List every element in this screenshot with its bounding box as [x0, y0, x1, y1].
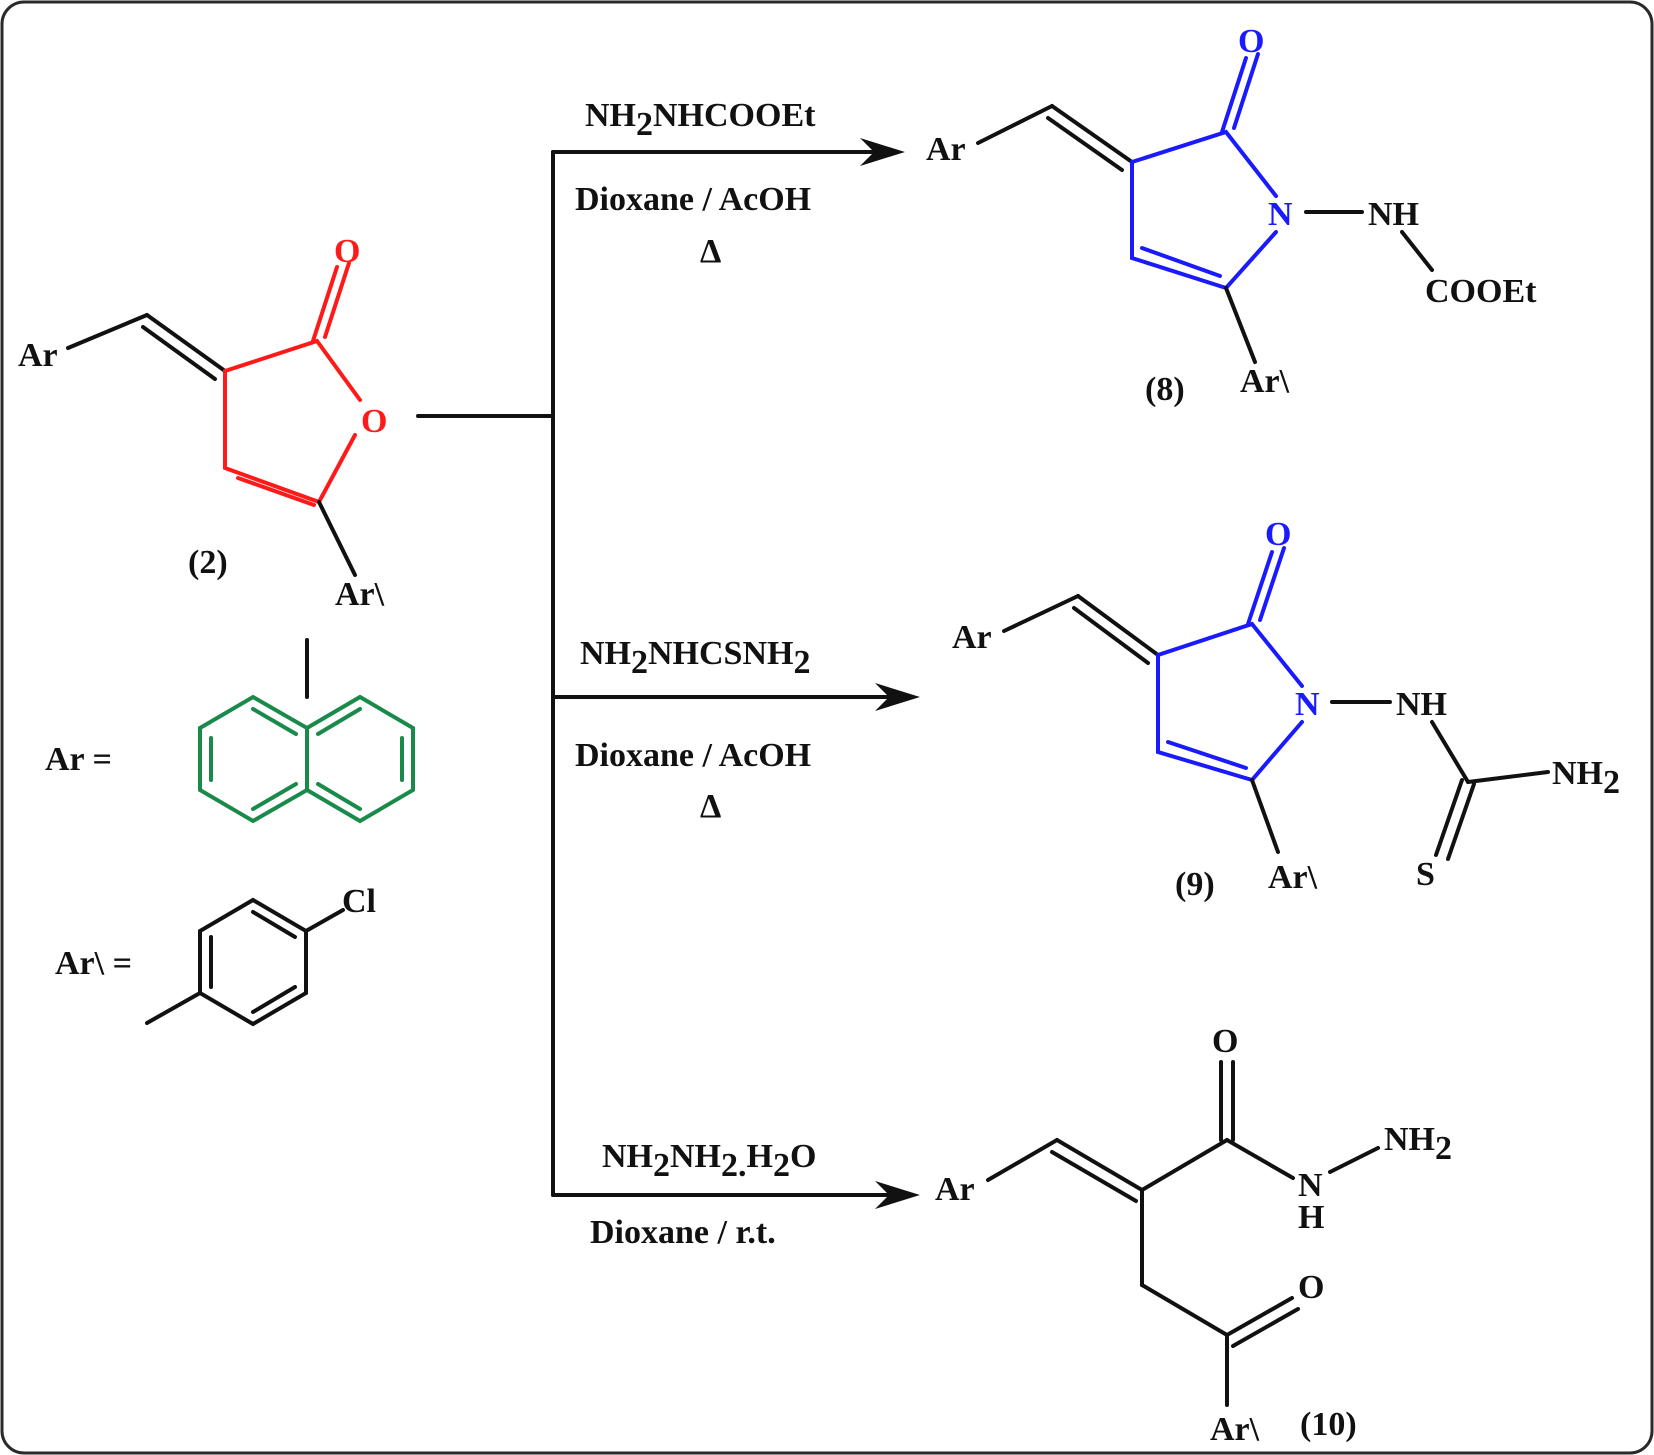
- nh-9: NH: [1396, 686, 1447, 723]
- n-10: N: [1298, 1167, 1323, 1204]
- compound-10: Ar O N H NH2 O Ar\ (10): [935, 1023, 1452, 1448]
- carbonyl-o-2: O: [334, 233, 360, 270]
- heat-reaction-2: Δ: [700, 788, 721, 825]
- compound-label-8: (8): [1145, 371, 1185, 408]
- ar-prime-label-8: Ar\: [1240, 363, 1290, 400]
- solvent-reaction-2: Dioxane / AcOH: [575, 737, 811, 774]
- compound-label-10: (10): [1300, 1406, 1357, 1443]
- reaction-arrows: [416, 138, 920, 1209]
- ar-label-8: Ar: [926, 131, 966, 168]
- naphthyl-structure: [198, 694, 415, 824]
- carbonyl-o-8: O: [1238, 23, 1264, 60]
- reagent-reaction-3: NH2NH2.H2O: [602, 1138, 816, 1184]
- compound-2: Ar O O Ar\ (2): [18, 233, 387, 613]
- ring-n-8: N: [1268, 196, 1293, 233]
- ar-label-10: Ar: [935, 1171, 975, 1208]
- o-top-10: O: [1212, 1023, 1238, 1060]
- ar-equals-label: Ar =: [45, 741, 112, 778]
- substituent-8: COOEt: [1425, 273, 1537, 310]
- conditions-reaction-2: NH2NHCSNH2 Dioxane / AcOH Δ: [575, 635, 811, 825]
- ar-prime-label-9: Ar\: [1268, 859, 1318, 896]
- chlorine-label: Cl: [342, 883, 376, 920]
- nh2-10: NH2: [1384, 1121, 1452, 1167]
- ar-prime-label-10: Ar\: [1210, 1411, 1260, 1448]
- compound-label-2: (2): [188, 544, 228, 581]
- conditions-reaction-3: NH2NH2.H2O Dioxane / r.t.: [590, 1138, 816, 1251]
- ar-label-2: Ar: [18, 337, 58, 374]
- sulfur-9: S: [1416, 856, 1435, 893]
- compound-8: Ar O N NH COOEt Ar\ (8): [926, 23, 1537, 408]
- nh2-9: NH2: [1552, 755, 1620, 801]
- ring-o-2: O: [361, 403, 387, 440]
- reagent-reaction-2: NH2NHCSNH2: [580, 635, 810, 681]
- heat-reaction-1: Δ: [700, 233, 721, 270]
- reagent-reaction-1: NH2NHCOOEt: [585, 97, 816, 143]
- o-bottom-10: O: [1298, 1269, 1324, 1306]
- chlorophenyl-structure: [145, 897, 345, 1027]
- compound-label-9: (9): [1175, 866, 1215, 903]
- ar-prime-label-2: Ar\: [335, 576, 385, 613]
- compound-9: Ar O N NH NH2 S Ar\ (9): [952, 516, 1620, 903]
- ar-definition: Ar =: [45, 638, 415, 824]
- h-10: H: [1298, 1199, 1324, 1236]
- ar-prime-definition: Ar\ = Cl: [55, 883, 376, 1027]
- ar-label-9: Ar: [952, 619, 992, 656]
- ring-n-9: N: [1295, 686, 1320, 723]
- nh-8: NH: [1368, 196, 1419, 233]
- carbonyl-o-9: O: [1265, 516, 1291, 553]
- solvent-reaction-3: Dioxane / r.t.: [590, 1214, 776, 1251]
- ar-prime-equals-label: Ar\ =: [55, 945, 132, 982]
- solvent-reaction-1: Dioxane / AcOH: [575, 181, 811, 218]
- conditions-reaction-1: NH2NHCOOEt Dioxane / AcOH Δ: [575, 97, 816, 270]
